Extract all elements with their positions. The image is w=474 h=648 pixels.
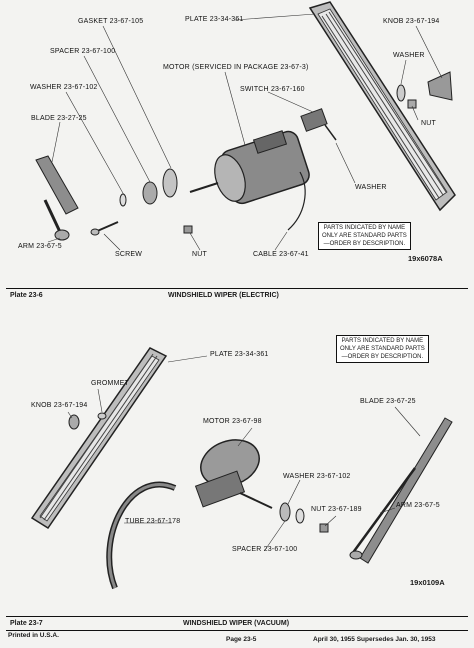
switch xyxy=(300,108,337,141)
caption-rule xyxy=(6,288,468,289)
label-screw: SCREW xyxy=(115,251,143,258)
electric-wiper-exploded-diagram xyxy=(35,1,456,251)
tube xyxy=(107,483,176,589)
printed-in: Printed in U.S.A. xyxy=(8,632,59,639)
vacuum-wiper-drawing xyxy=(30,347,453,590)
plate-electric: GASKET 23-67-105 PLATE 23-34-361 KNOB 23… xyxy=(0,0,474,300)
label-motor: MOTOR 23-67-98 xyxy=(203,418,262,425)
motor xyxy=(194,439,273,509)
plate-grille xyxy=(308,1,456,212)
blade-and-arm xyxy=(35,155,79,241)
label-grommet: GROMMET xyxy=(91,380,129,387)
label-gasket: GASKET 23-67-105 xyxy=(78,18,144,25)
plate-vacuum: PARTS INDICATED BY NAME ONLY ARE STANDAR… xyxy=(0,318,474,618)
footer-rule xyxy=(6,630,468,631)
drawing-code: 19x6078A xyxy=(408,254,443,263)
knob-parts xyxy=(396,71,453,109)
label-washer: WASHER 23-67-102 xyxy=(283,473,351,480)
label-washer-left: WASHER 23-67-102 xyxy=(30,84,98,91)
motor xyxy=(189,130,310,205)
small-parts xyxy=(68,412,329,533)
plate-title: WINDSHIELD WIPER (VACUUM) xyxy=(183,620,290,627)
label-arm: ARM 23-67-5 xyxy=(18,243,62,250)
plate-grille xyxy=(30,347,168,530)
label-blade: BLADE 23-27-25 xyxy=(31,115,87,122)
drawing-code: 19x0109A xyxy=(410,578,445,587)
label-knob: KNOB 23-67-194 xyxy=(383,18,440,25)
label-plate: PLATE 23-34-361 xyxy=(185,16,244,23)
label-spacer: SPACER 23-67-100 xyxy=(50,48,116,55)
standard-parts-note: PARTS INDICATED BY NAME ONLY ARE STANDAR… xyxy=(336,335,429,363)
plate-number: Plate 23-7 xyxy=(10,620,43,627)
cable xyxy=(287,171,306,231)
label-knob: KNOB 23-67-194 xyxy=(31,402,88,409)
label-nut: NUT 23-67-189 xyxy=(311,506,362,513)
revision-date: April 30, 1955 Supersedes Jan. 30, 1953 xyxy=(313,636,436,643)
label-cable: CABLE 23-67-41 xyxy=(253,251,309,258)
plate-number: Plate 23-6 xyxy=(10,292,43,299)
label-motor: MOTOR (SERVICED IN PACKAGE 23-67-3) xyxy=(163,64,309,71)
label-nut-right: NUT xyxy=(421,120,436,127)
standard-parts-note: PARTS INDICATED BY NAME ONLY ARE STANDAR… xyxy=(318,222,411,250)
plate-title: WINDSHIELD WIPER (ELECTRIC) xyxy=(168,292,279,299)
blade-and-arm xyxy=(349,417,453,564)
label-blade: BLADE 23-67-25 xyxy=(360,398,416,405)
label-arm: ARM 23-67-5 xyxy=(396,502,440,509)
label-tube: TUBE 23-67-178 xyxy=(125,518,181,525)
page-number: Page 23-5 xyxy=(226,636,257,643)
label-spacer: SPACER 23-67-100 xyxy=(232,546,298,553)
label-washer-top: WASHER xyxy=(393,52,425,59)
label-plate: PLATE 23-34-361 xyxy=(210,351,269,358)
label-washer-mid: WASHER xyxy=(355,184,387,191)
label-nut-bottom: NUT xyxy=(192,251,207,258)
label-switch: SWITCH 23-67-160 xyxy=(240,86,305,93)
caption-rule xyxy=(6,616,468,617)
small-parts xyxy=(90,168,193,236)
